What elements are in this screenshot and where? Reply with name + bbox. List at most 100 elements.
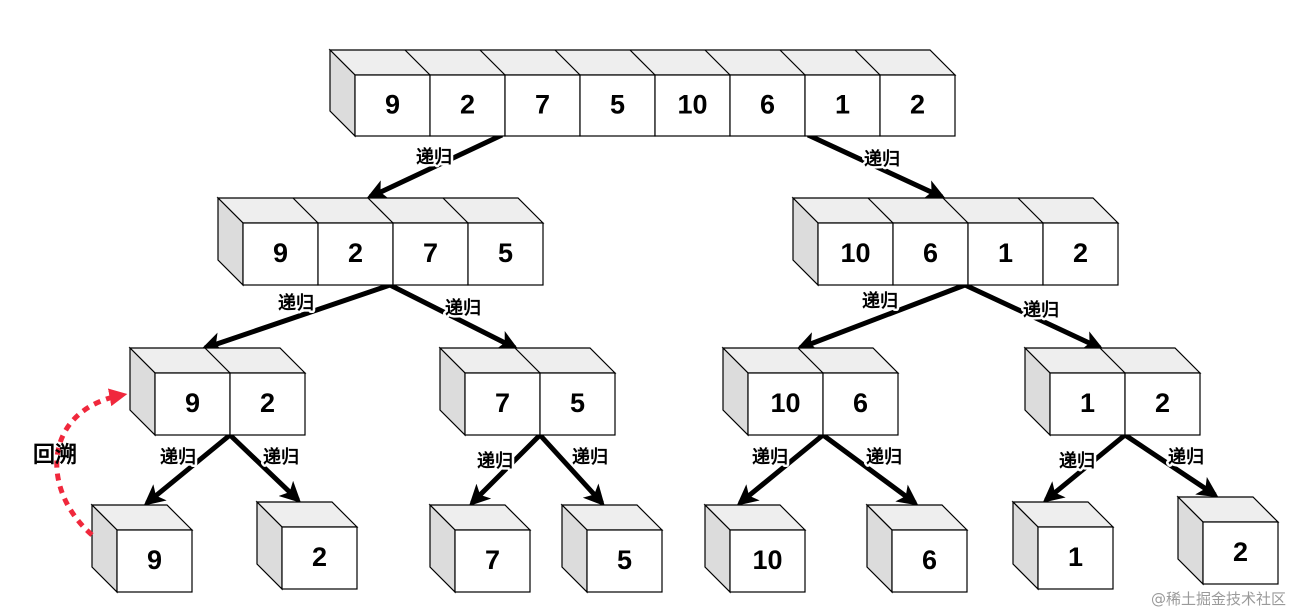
cell-value-LR-0: 7 — [495, 388, 510, 418]
cell-value-L-1: 2 — [348, 238, 363, 268]
box-cell-RRR-0 — [1202, 521, 1279, 585]
cell-value-RR-1: 2 — [1155, 388, 1170, 418]
edge-root-to-L — [366, 132, 504, 200]
box-cell-R-0 — [817, 222, 894, 286]
box-top-divider — [867, 197, 894, 224]
edge-LL-to-LLL — [143, 433, 232, 506]
box-cell-L-0 — [242, 222, 319, 286]
cell-value-LL-0: 9 — [185, 388, 200, 418]
box-cell-RL-1 — [822, 372, 899, 436]
box-top-divider — [404, 49, 431, 76]
box-cell-root-1 — [429, 74, 506, 137]
box-top-divider — [1099, 347, 1126, 374]
box-cell-LR-1 — [539, 372, 616, 436]
box-top-divider — [204, 347, 231, 374]
labels-layer: 递归递归递归递归递归递归递归递归递归递归递归递归递归递归 — [158, 144, 1207, 475]
edge-label-L-to-LR: 递归 — [445, 297, 481, 319]
edge-R-to-RR — [963, 282, 1104, 351]
edge-label-LR-to-LRL: 递归 — [477, 450, 513, 472]
box-cell-R-2 — [967, 222, 1044, 286]
edge-LL-to-LLR — [228, 433, 302, 503]
cell-value-R-1: 6 — [923, 238, 938, 268]
cell-value-root-1: 2 — [460, 90, 475, 120]
backtrack-label: 回溯 — [33, 442, 77, 468]
edge-RR-to-RRL — [1042, 433, 1127, 503]
box-cell-L-3 — [467, 222, 544, 286]
array-box-LLR: 2 — [255, 500, 359, 591]
cell-value-root-5: 6 — [760, 90, 775, 120]
cell-value-R-2: 1 — [998, 238, 1013, 268]
cell-value-LRL-0: 7 — [485, 545, 500, 575]
box-cell-LL-0 — [154, 372, 231, 436]
cell-value-R-0: 10 — [840, 238, 870, 268]
box-top-divider — [554, 49, 581, 76]
array-box-RRL: 1 — [1011, 500, 1115, 591]
box-cell-LRR-0 — [586, 529, 663, 593]
box-top-divider — [514, 347, 541, 374]
box-top-divider — [797, 347, 824, 374]
box-cell-RR-1 — [1124, 372, 1201, 436]
cell-value-RLL-0: 10 — [752, 545, 782, 575]
cell-value-root-4: 10 — [677, 90, 707, 120]
edge-label-RR-to-RRR: 递归 — [1168, 446, 1204, 468]
box-cell-RLL-0 — [729, 529, 806, 593]
cell-value-LR-1: 5 — [570, 388, 585, 418]
box-cell-root-3 — [579, 74, 656, 137]
box-cell-LLL-0 — [116, 529, 193, 593]
edge-root-to-R — [806, 132, 946, 200]
cell-value-RLR-0: 6 — [922, 545, 937, 575]
cell-value-L-3: 5 — [498, 238, 513, 268]
box-cell-R-3 — [1042, 222, 1119, 286]
cell-value-RRL-0: 1 — [1068, 542, 1083, 572]
box-cell-RL-0 — [747, 372, 824, 436]
cell-value-R-3: 2 — [1073, 238, 1088, 268]
array-box-LRL: 7 — [428, 503, 532, 594]
cell-value-RL-1: 6 — [853, 388, 868, 418]
cell-value-root-3: 5 — [610, 90, 625, 120]
box-top-divider — [854, 49, 881, 76]
cell-value-RR-0: 1 — [1080, 388, 1095, 418]
edge-label-root-to-L: 递归 — [416, 146, 452, 168]
backtrack-layer: 回溯 — [33, 388, 128, 537]
box-cell-L-2 — [392, 222, 469, 286]
edge-RL-to-RLL — [736, 433, 825, 506]
edge-label-LR-to-LRR: 递归 — [572, 446, 608, 468]
cell-value-LRR-0: 5 — [617, 545, 632, 575]
array-box-R: 10 6 1 2 — [791, 196, 1120, 287]
edge-L-to-LR — [388, 282, 519, 351]
box-cell-root-5 — [729, 74, 806, 137]
box-top-divider — [442, 197, 469, 224]
box-top-divider — [292, 197, 319, 224]
edges-layer — [143, 132, 1219, 507]
edge-label-root-to-R: 递归 — [864, 148, 900, 170]
box-cell-LLR-0 — [281, 526, 358, 590]
edge-label-LL-to-LLL: 递归 — [160, 446, 196, 468]
backtrack-arrow — [54, 388, 128, 537]
cell-value-RL-0: 10 — [770, 388, 800, 418]
edge-RL-to-RLR — [821, 432, 919, 506]
edge-label-R-to-RR: 递归 — [1023, 299, 1059, 321]
array-box-LRR: 5 — [560, 503, 664, 594]
array-box-LLL: 9 — [90, 503, 194, 594]
box-cell-RLR-0 — [891, 529, 968, 593]
edge-R-to-RL — [796, 282, 966, 352]
cell-value-root-0: 9 — [385, 90, 400, 120]
cell-value-LL-1: 2 — [260, 388, 275, 418]
edge-label-R-to-RL: 递归 — [862, 290, 898, 312]
edge-LR-to-LRL — [469, 433, 542, 506]
box-top-divider — [779, 49, 806, 76]
edge-label-L-to-LL: 递归 — [278, 292, 314, 314]
edge-label-RL-to-RLR: 递归 — [866, 446, 902, 468]
box-cell-RRL-0 — [1037, 526, 1114, 590]
box-cell-LR-0 — [464, 372, 541, 436]
box-cell-root-6 — [804, 74, 881, 137]
edge-LR-to-LRR — [538, 433, 605, 507]
edge-RR-to-RRR — [1123, 432, 1219, 498]
edge-label-RL-to-RLL: 递归 — [752, 446, 788, 468]
edge-L-to-LL — [201, 282, 391, 353]
cell-value-L-0: 9 — [273, 238, 288, 268]
